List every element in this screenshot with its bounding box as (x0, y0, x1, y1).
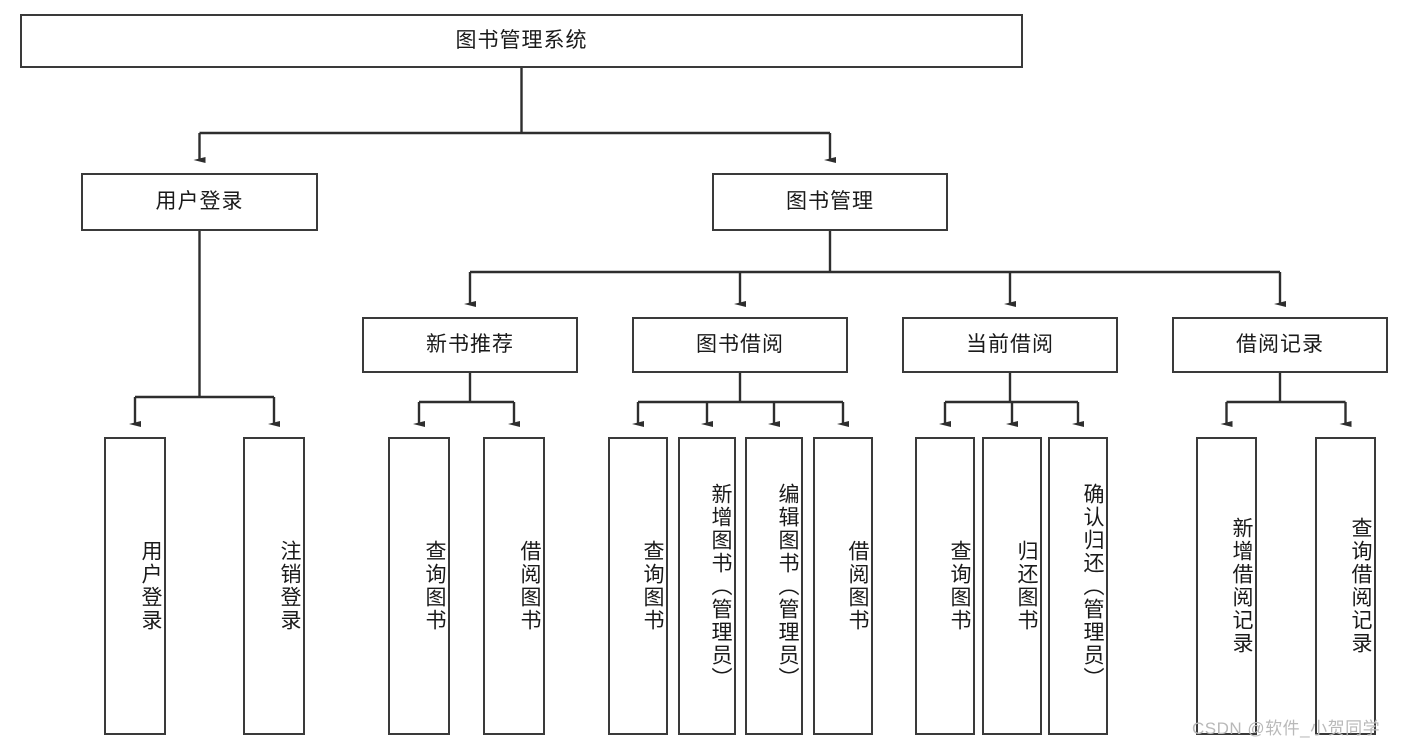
node-label: 图书管理系统 (455, 28, 588, 52)
node-leaf-logout[interactable]: 注销登录 (243, 437, 305, 735)
node-label: 查询图书 (641, 540, 664, 632)
node-leaf-edit-book[interactable]: 编辑图书（管理员） (745, 437, 803, 735)
csdn-watermark: CSDN @软件_小贺同学 (1192, 719, 1381, 738)
node-label: 借阅记录 (1236, 332, 1324, 356)
node-label: 归还图书 (1015, 540, 1038, 632)
node-leaf-user-login[interactable]: 用户登录 (104, 437, 166, 735)
node-label: 用户登录 (155, 189, 244, 213)
node-label: 图书借阅 (696, 332, 784, 356)
node-leaf-query-book-borrow[interactable]: 查询图书 (608, 437, 668, 735)
node-leaf-add-borrow-record[interactable]: 新增借阅记录 (1196, 437, 1257, 735)
node-label: 编辑图书（管理员） (776, 482, 799, 690)
node-label: 借阅图书 (846, 540, 869, 632)
node-leaf-query-book-recommend[interactable]: 查询图书 (388, 437, 450, 735)
node-label: 用户登录 (139, 540, 162, 632)
node-new-book-recommend[interactable]: 新书推荐 (362, 317, 578, 373)
node-leaf-confirm-return[interactable]: 确认归还（管理员） (1048, 437, 1108, 735)
node-leaf-borrow-book-recommend[interactable]: 借阅图书 (483, 437, 545, 735)
node-label: 借阅图书 (518, 540, 541, 632)
node-leaf-query-book-current[interactable]: 查询图书 (915, 437, 975, 735)
node-label: 新增借阅记录 (1230, 517, 1253, 655)
node-label: 查询图书 (948, 540, 971, 632)
node-label: 注销登录 (278, 540, 301, 632)
node-book-borrow[interactable]: 图书借阅 (632, 317, 848, 373)
node-label: 确认归还（管理员） (1081, 482, 1104, 690)
node-label: 当前借阅 (966, 332, 1054, 356)
node-label: 查询图书 (423, 540, 446, 632)
node-leaf-borrow-book[interactable]: 借阅图书 (813, 437, 873, 735)
node-leaf-add-book[interactable]: 新增图书（管理员） (678, 437, 736, 735)
node-borrow-record[interactable]: 借阅记录 (1172, 317, 1388, 373)
node-user-login[interactable]: 用户登录 (81, 173, 318, 231)
node-book-management[interactable]: 图书管理 (712, 173, 948, 231)
node-leaf-query-borrow-record[interactable]: 查询借阅记录 (1315, 437, 1376, 735)
node-current-borrow[interactable]: 当前借阅 (902, 317, 1118, 373)
node-label: 查询借阅记录 (1349, 517, 1372, 655)
node-label: 新书推荐 (426, 332, 514, 356)
node-label: 新增图书（管理员） (709, 482, 732, 690)
node-root[interactable]: 图书管理系统 (20, 14, 1023, 68)
node-label: 图书管理 (786, 189, 874, 213)
node-leaf-return-book[interactable]: 归还图书 (982, 437, 1042, 735)
